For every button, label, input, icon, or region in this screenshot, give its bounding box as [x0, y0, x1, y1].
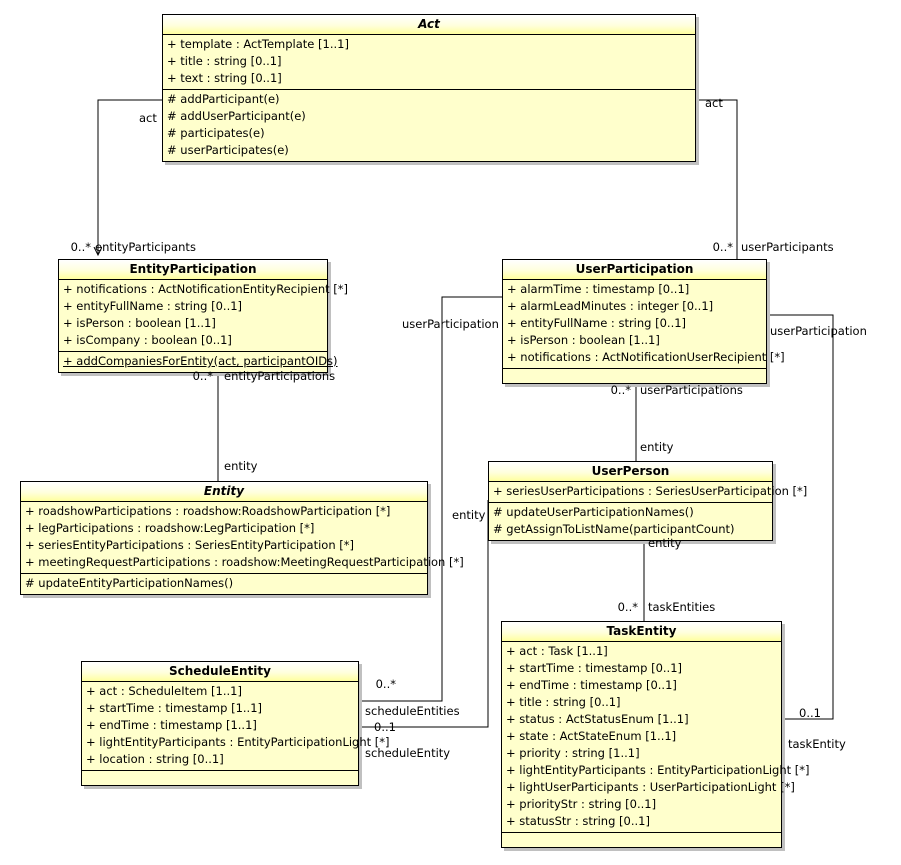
label-entity-participants-role: entityParticipants — [95, 240, 196, 254]
attribute: + state : ActStateEnum [1..1] — [506, 729, 677, 743]
class-entity-title: Entity — [21, 482, 427, 502]
attribute: + endTime : timestamp [1..1] — [86, 718, 257, 732]
attribute: + act : Task [1..1] — [506, 644, 608, 658]
class-user-participation-operations — [503, 369, 766, 383]
attribute: + entityFullName : string [0..1] — [63, 299, 243, 313]
link-entity-userperson — [360, 500, 489, 728]
label-user-participants-role: userParticipants — [741, 240, 834, 254]
label-task-entity-role: taskEntity — [788, 737, 846, 751]
attribute: + seriesEntityParticipations : SeriesEnt… — [25, 538, 354, 552]
label-user-participation-right: userParticipation — [770, 324, 867, 338]
operation: # userParticipates(e) — [167, 143, 289, 157]
attribute: + statusStr : string [0..1] — [506, 814, 650, 828]
attribute: + status : ActStatusEnum [1..1] — [506, 712, 689, 726]
label-act-left-role: act — [139, 111, 157, 125]
class-act-title: Act — [163, 15, 695, 35]
label-user-participants-mult: 0..* — [712, 240, 733, 254]
class-user-participation-title: UserParticipation — [503, 260, 766, 280]
class-task-entity-operations — [502, 833, 781, 847]
attribute: + alarmLeadMinutes : integer [0..1] — [507, 299, 714, 313]
attribute: + title : string [0..1] — [167, 54, 282, 68]
attribute: + isCompany : boolean [0..1] — [63, 333, 232, 347]
attribute: + isPerson : boolean [1..1] — [507, 333, 660, 347]
class-user-person-operations: # updateUserParticipationNames() # getAs… — [489, 503, 772, 540]
label-entity-role-middle: entity — [452, 508, 486, 522]
operation: # addParticipant(e) — [167, 92, 280, 106]
link-act-userparticipation — [697, 99, 738, 259]
label-act-right-role: act — [705, 96, 723, 110]
attribute: + endTime : timestamp [0..1] — [506, 678, 677, 692]
label-schedule-entities-mult: 0..* — [375, 677, 396, 691]
label-schedule-entity-mult: 0..1 — [374, 720, 396, 734]
class-schedule-entity-title: ScheduleEntity — [82, 662, 358, 682]
attribute: + legParticipations : roadshow:LegPartic… — [25, 521, 315, 535]
attribute: + entityFullName : string [0..1] — [507, 316, 687, 330]
label-schedule-entities-role: scheduleEntities — [365, 704, 460, 718]
operation: # addUserParticipant(e) — [167, 109, 306, 123]
attribute: + lightUserParticipants : UserParticipat… — [506, 780, 795, 794]
operation: # participates(e) — [167, 126, 265, 140]
attribute: + notifications : ActNotificationUserRec… — [507, 350, 785, 364]
link-userparticipation-taskentity — [767, 314, 834, 720]
class-user-participation-attributes: + alarmTime : timestamp [0..1] + alarmLe… — [503, 280, 785, 369]
attribute: + startTime : timestamp [0..1] — [506, 661, 683, 675]
label-task-entities-mult: 0..* — [617, 600, 638, 614]
class-entity[interactable]: Entity + roadshowParticipations : roadsh… — [20, 481, 464, 595]
attribute: + meetingRequestParticipations : roadsho… — [25, 555, 464, 569]
class-user-person-title: UserPerson — [489, 462, 772, 482]
label-schedule-entity-role: scheduleEntity — [365, 746, 451, 760]
label-user-participation-left: userParticipation — [402, 317, 499, 331]
class-schedule-entity-attributes: + act : ScheduleItem [1..1] + startTime … — [82, 682, 390, 771]
operation: # updateEntityParticipationNames() — [25, 576, 234, 590]
operation: # getAssignToListName(participantCount) — [493, 522, 735, 536]
attribute: + seriesUserParticipations : SeriesUserP… — [493, 484, 808, 498]
attribute: + roadshowParticipations : roadshow:Road… — [25, 504, 391, 518]
attribute: + alarmTime : timestamp [0..1] — [507, 282, 690, 296]
class-user-person[interactable]: UserPerson + seriesUserParticipations : … — [488, 461, 808, 541]
attribute: + isPerson : boolean [1..1] — [63, 316, 216, 330]
label-entity-participations-role: entityParticipations — [224, 369, 336, 383]
class-entity-participation-attributes: + notifications : ActNotificationEntityR… — [59, 280, 349, 352]
operation-static: + addCompaniesForEntity(act, participant… — [63, 354, 338, 368]
attribute: + startTime : timestamp [1..1] — [86, 701, 263, 715]
class-entity-attributes: + roadshowParticipations : roadshow:Road… — [21, 502, 464, 574]
attribute: + location : string [0..1] — [86, 752, 224, 766]
link-act-entityparticipation — [98, 99, 163, 255]
class-task-entity[interactable]: TaskEntity + act : Task [1..1] + startTi… — [501, 621, 810, 848]
attribute: + notifications : ActNotificationEntityR… — [63, 282, 349, 296]
attribute: + template : ActTemplate [1..1] — [167, 37, 349, 51]
attribute: + act : ScheduleItem [1..1] — [86, 684, 242, 698]
attribute: + priority : string [1..1] — [506, 746, 640, 760]
label-task-entities-role: taskEntities — [648, 600, 716, 614]
label-user-participations-role: userParticipations — [640, 383, 743, 397]
class-act-operations: # addParticipant(e) # addUserParticipant… — [163, 90, 695, 161]
class-entity-participation-operations: + addCompaniesForEntity(act, participant… — [59, 352, 338, 372]
class-act-attributes: + template : ActTemplate [1..1] + title … — [163, 35, 695, 90]
attribute: + title : string [0..1] — [506, 695, 621, 709]
attribute: + priorityStr : string [0..1] — [506, 797, 657, 811]
class-act[interactable]: Act + template : ActTemplate [1..1] + ti… — [162, 14, 696, 162]
class-task-entity-title: TaskEntity — [502, 622, 781, 642]
attribute: + text : string [0..1] — [167, 71, 282, 85]
class-user-participation[interactable]: UserParticipation + alarmTime : timestam… — [502, 259, 785, 384]
operation: # updateUserParticipationNames() — [493, 505, 694, 519]
class-schedule-entity-operations — [82, 771, 358, 785]
attribute: + lightEntityParticipants : EntityPartic… — [86, 735, 390, 749]
label-entity-participations-mult: 0..* — [192, 369, 213, 383]
class-entity-participation-title: EntityParticipation — [59, 260, 327, 280]
label-entity-role-left: entity — [224, 459, 258, 473]
class-entity-participation[interactable]: EntityParticipation + notifications : Ac… — [58, 259, 349, 373]
class-entity-operations: # updateEntityParticipationNames() — [21, 574, 427, 594]
class-schedule-entity[interactable]: ScheduleEntity + act : ScheduleItem [1..… — [81, 661, 390, 786]
class-user-person-attributes: + seriesUserParticipations : SeriesUserP… — [489, 482, 808, 503]
link-userparticipation-scheduleentities — [360, 296, 503, 702]
label-task-entity-mult: 0..1 — [799, 706, 821, 720]
label-entity-role-taskentity: entity — [648, 536, 682, 550]
label-user-participations-mult: 0..* — [610, 383, 631, 397]
label-entity-participants-mult: 0..* — [70, 240, 91, 254]
label-entity-role-userperson: entity — [640, 440, 674, 454]
class-task-entity-attributes: + act : Task [1..1] + startTime : timest… — [502, 642, 810, 833]
attribute: + lightEntityParticipants : EntityPartic… — [506, 763, 810, 777]
